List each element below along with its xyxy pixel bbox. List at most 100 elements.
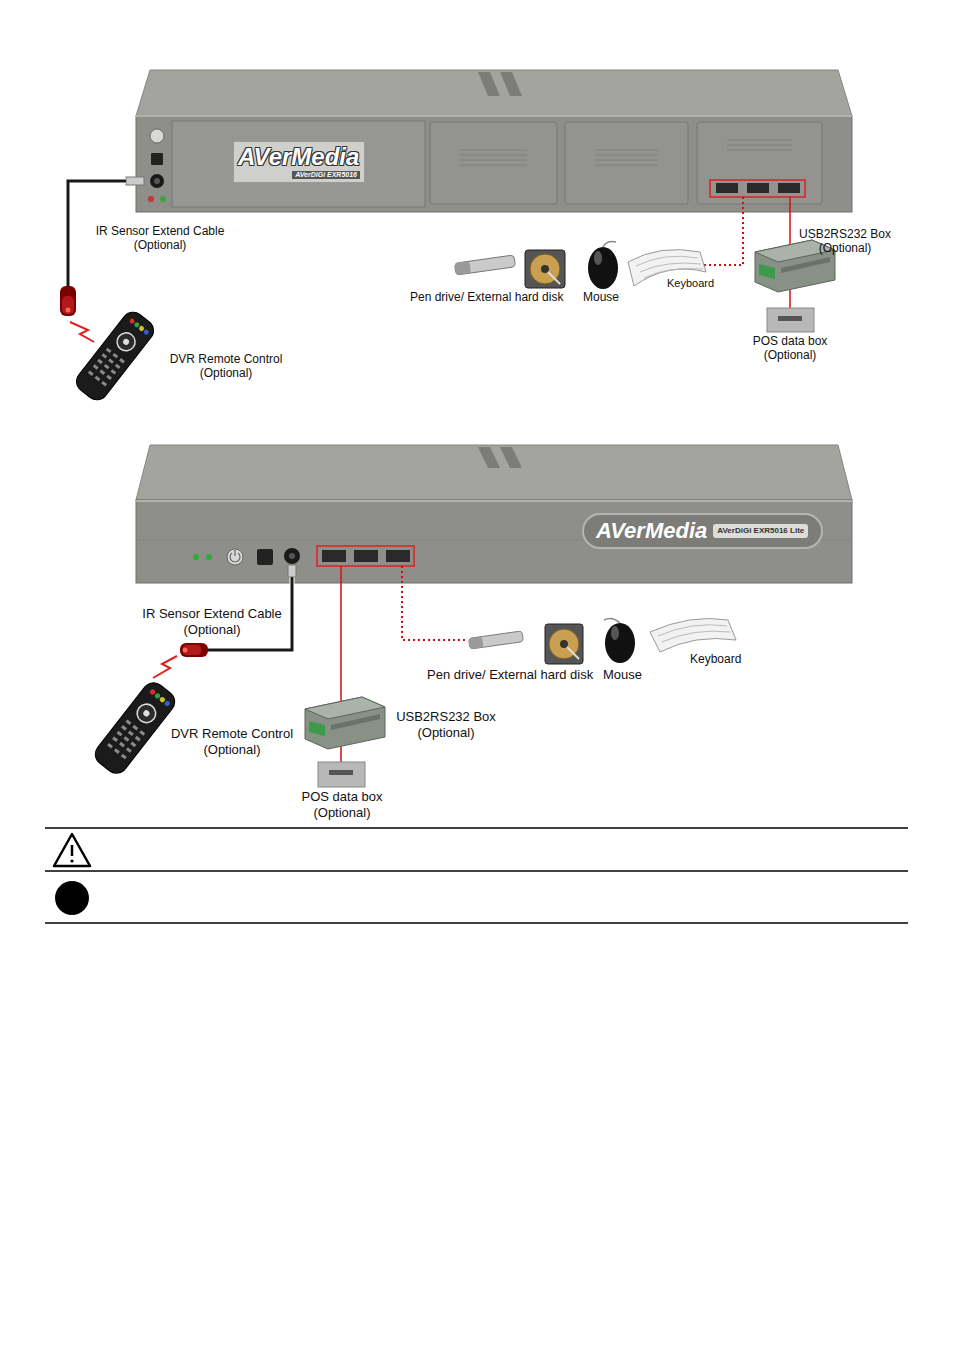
peripherals-bottom-part [604, 619, 620, 623]
cable-lines-bottom-part [402, 566, 466, 640]
dvr-unit-top-part [151, 153, 163, 165]
caption-label: Mouse [583, 290, 619, 304]
caption-label: DVR Remote Control (Optional) [164, 726, 300, 757]
caption-label: USB2RS232 Box (Optional) [793, 227, 897, 256]
peripherals-top-part [530, 254, 560, 284]
cable-lines-bottom-part [288, 565, 296, 577]
ir-sensor-top-part [62, 296, 74, 314]
dvr-unit-bottom-part [354, 550, 378, 562]
caption-label: USB2RS232 Box (Optional) [389, 709, 503, 740]
remote-control-top [72, 308, 158, 405]
caption-label: IR Sensor Extend Cable (Optional) [94, 224, 226, 253]
peripherals-top-part [636, 256, 703, 278]
remote-control-bottom-part [91, 678, 179, 777]
usb2rs232-box-bottom [305, 697, 385, 749]
remote-control-bottom [91, 678, 179, 777]
dvr-unit-top-part [500, 72, 522, 96]
peripherals-bottom-part [605, 623, 635, 663]
caption-label: IR Sensor Extend Cable (Optional) [134, 606, 290, 637]
notice-bars-part [45, 827, 908, 829]
pos-data-box-top-part [778, 316, 802, 321]
peripherals-top-part [454, 255, 515, 275]
dvr-unit-top-part-part [595, 165, 658, 166]
logo-plate: AVerMediaAVerDiGi EXR5016 [233, 141, 365, 183]
dvr-unit-top-part-part [595, 150, 658, 151]
model-name: AVerDiGi EXR5016 [292, 171, 360, 179]
dvr-unit-top-part-part [595, 160, 658, 161]
ir-sensor-bottom-part [183, 645, 201, 655]
ir-sensor-bottom [153, 643, 208, 678]
dvr-unit-bottom-part [317, 546, 414, 566]
dvr-unit-top-part-part [460, 150, 527, 151]
dvr-unit-bottom-part [193, 554, 199, 560]
peripherals-bottom-part [611, 626, 619, 640]
cable-lines-bottom-part [340, 566, 342, 702]
pos-data-box-bottom-part [329, 770, 353, 775]
dvr-unit-bottom-part [257, 549, 273, 565]
notice-bars-part [54, 834, 90, 866]
ir-sensor-bottom-part [180, 643, 208, 657]
ir-sensor-top-part [60, 286, 76, 316]
cable-lines-top-part [126, 177, 144, 185]
remote-control-top-part [72, 308, 158, 405]
dvr-unit-bottom-part [386, 550, 410, 562]
cable-lines-top-part [789, 197, 791, 245]
notice-bars-part [55, 881, 89, 915]
peripherals-top-part [548, 272, 560, 284]
peripherals-top-part-part [454, 261, 471, 275]
dvr-unit-top-part [160, 196, 166, 202]
ir-sensor-bottom-part [153, 656, 177, 678]
dvr-unit-top-part [478, 72, 500, 96]
dvr-unit-bottom [136, 445, 852, 583]
caption-label: Keyboard [690, 652, 741, 666]
dvr-unit-top-part [136, 70, 852, 116]
dvr-unit-top-part-part [460, 165, 527, 166]
dvr-unit-bottom-part [206, 554, 212, 560]
pos-data-box-top-part [767, 308, 814, 332]
peripherals-bottom-part [658, 625, 730, 642]
dvr-unit-top-part [150, 174, 164, 188]
dvr-unit-top-part-part [595, 155, 658, 156]
logo-plate: AVerMediaAVerDiGi EXR5016 Lite [582, 513, 823, 549]
peripherals-top-part [603, 242, 616, 247]
dvr-unit-top-part [136, 116, 852, 212]
peripherals-bottom-part [545, 624, 583, 664]
dvr-unit-bottom-part [136, 445, 852, 500]
cable-lines-bottom-part [340, 746, 342, 762]
dvr-unit-top-part [154, 178, 160, 184]
dvr-unit-top-part [716, 183, 738, 193]
notice-bars [45, 828, 908, 923]
ir-sensor-top-part [70, 322, 94, 342]
peripherals-bottom-part [650, 619, 736, 653]
dvr-unit-bottom-part [500, 447, 522, 468]
pos-data-box-top [767, 308, 814, 332]
dvr-unit-top-part-part [727, 140, 792, 141]
dvr-unit-top-part [148, 196, 154, 202]
peripherals-top-part [541, 265, 549, 273]
caption-label: Pen drive/ External hard disk [427, 667, 593, 683]
dvr-unit-bottom-part [227, 549, 243, 565]
dvr-unit-top-part [747, 183, 769, 193]
peripherals-bottom-part-part [469, 631, 524, 649]
caption-label: DVR Remote Control (Optional) [163, 352, 289, 381]
cable-lines-top [68, 177, 790, 308]
dvr-unit-top-part-part [460, 160, 527, 161]
notice-bars-part [45, 870, 908, 872]
usb2rs232-box-bottom-part [305, 697, 385, 749]
peripherals-top-part-part [454, 255, 515, 275]
dvr-unit-top-part-part [727, 145, 792, 146]
dvr-unit-bottom-part [136, 500, 852, 502]
dvr-unit-top-part [778, 183, 800, 193]
notice-bars-part [71, 845, 74, 856]
caption-label: POS data box (Optional) [742, 334, 838, 363]
caption-label: POS data box (Optional) [292, 789, 392, 820]
dvr-unit-bottom-part [136, 500, 852, 583]
dvr-unit-bottom-part [478, 447, 500, 468]
notice-bars-part [45, 922, 908, 924]
cable-lines-top-part [789, 290, 791, 308]
dvr-unit-bottom-part [289, 553, 295, 559]
dvr-unit-bottom-part [284, 548, 300, 564]
notice-bars-part [70, 859, 73, 862]
ir-sensor-top-part [66, 308, 71, 313]
